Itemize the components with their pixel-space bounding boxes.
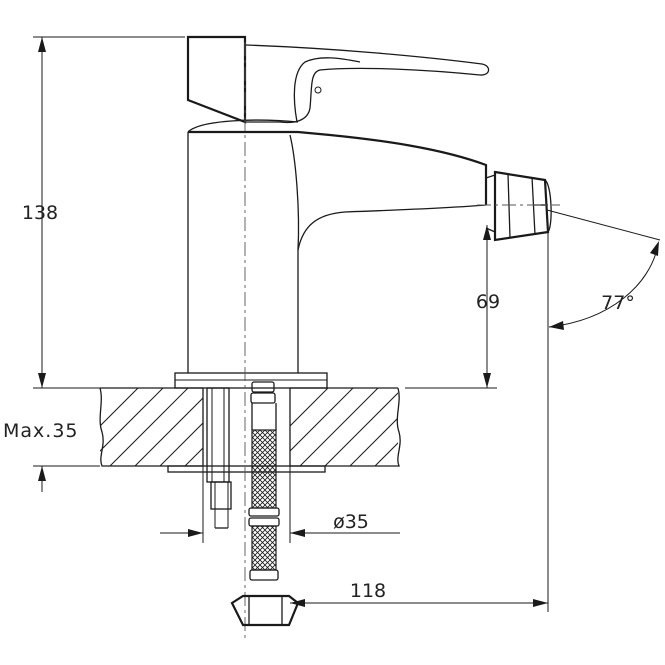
dimension-138-label: 138 [22,202,58,224]
dimension-hole-diameter-label: ø35 [333,511,369,533]
dimension-max-35: Max.35 [3,360,100,492]
dimension-138: 138 [22,36,185,389]
mounting-stud [206,387,232,529]
counter-slab [99,387,401,473]
dimension-118-label: 118 [350,580,386,602]
dimension-69: 69 [405,225,500,389]
dimension-118: 118 [290,230,549,612]
flex-hose [230,381,300,627]
faucet-body [174,119,488,389]
dimension-69-label: 69 [476,291,500,313]
dimension-angle-label: 77° [601,292,635,314]
lever-handle [186,35,490,124]
dimension-max-35-label: Max.35 [3,420,79,442]
nozzle [485,170,552,242]
dimension-hole-diameter: ø35 [160,466,400,543]
dimension-angle: 77° [546,209,661,330]
center-lines [244,42,560,640]
